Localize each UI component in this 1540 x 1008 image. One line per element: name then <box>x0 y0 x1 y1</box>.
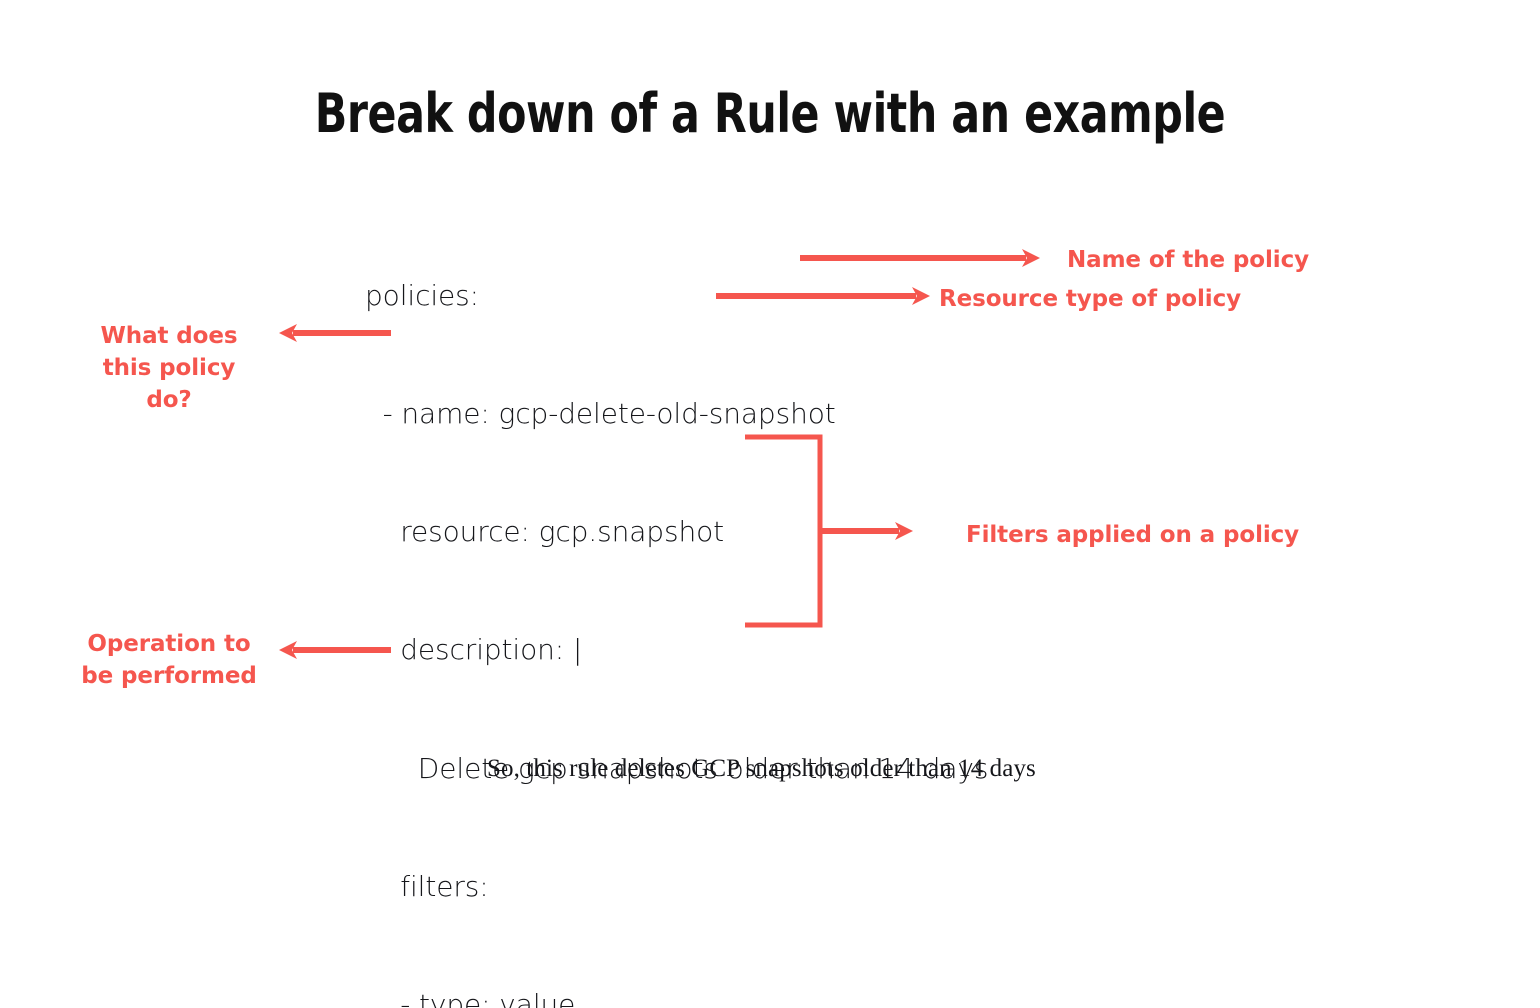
yaml-line-policies: policies: <box>365 278 479 312</box>
annotation-name-of-the-policy: Name of the policy <box>1067 247 1309 273</box>
annotation-operation-to-be-performed: Operation to be performed <box>81 631 257 689</box>
annotation-filters-applied-on-a-policy: Filters applied on a policy <box>966 522 1300 548</box>
arrow-left-actions-icon <box>277 639 393 661</box>
yaml-line-description-text: Delete gcp snapshots older than 14 days <box>365 751 989 785</box>
yaml-line-name: - name: gcp-delete-old-snapshot <box>365 397 836 431</box>
yaml-line-filter-type: - type: value <box>365 988 576 1008</box>
arrow-left-description-icon <box>277 322 393 344</box>
annotation-what-does-this-policy-do: What does this policy do? <box>100 323 238 413</box>
yaml-line-resource: resource: gcp.snapshot <box>365 515 725 549</box>
arrow-right-name-icon <box>798 247 1046 269</box>
summary-caption: So, this rule deletes GCP snapshots olde… <box>487 755 1036 782</box>
yaml-line-description: description: | <box>365 633 583 667</box>
yaml-code-block: policies: - name: gcp-delete-old-snapsho… <box>365 197 988 1008</box>
bracket-filters-icon <box>743 432 918 630</box>
arrow-right-resource-icon <box>714 285 936 307</box>
yaml-line-filters: filters: <box>365 869 489 903</box>
annotation-resource-type-of-policy: Resource type of policy <box>939 286 1241 312</box>
page-title: Break down of a Rule with an example <box>314 82 1226 145</box>
